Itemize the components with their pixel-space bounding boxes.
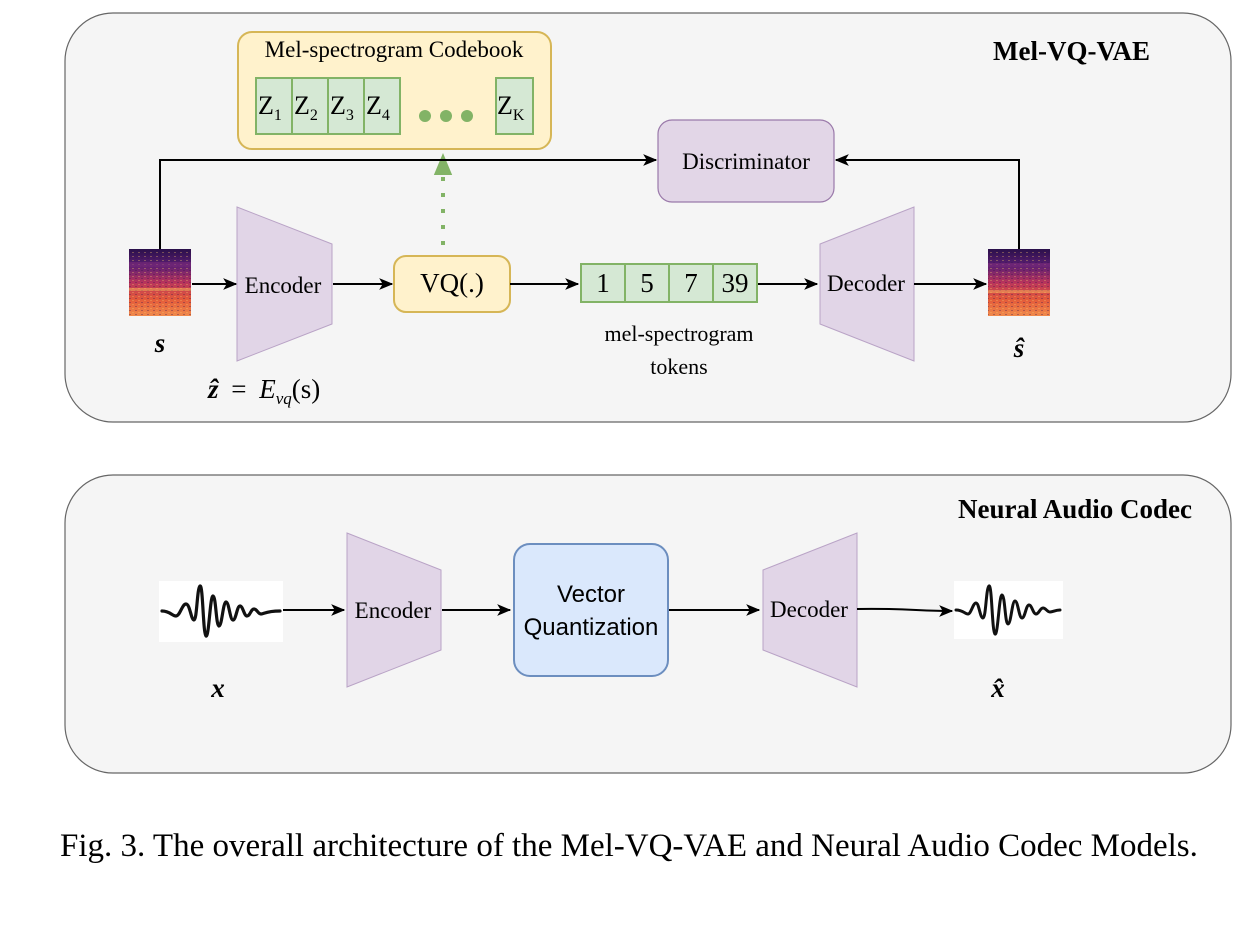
neural-audio-codec-title: Neural Audio Codec [958,494,1192,524]
tokens-caption-line2: tokens [650,354,707,379]
codebook-entry-label: Z2 [294,91,318,124]
ellipsis-dot [440,110,452,122]
codebook-entries: Z1 Z2 Z3 Z4 ZK [255,77,534,135]
token-value: 39 [722,268,749,298]
ellipsis-dot [419,110,431,122]
token-value: 5 [640,268,654,298]
encoder-block [236,206,333,362]
decoder-label: Decoder [827,271,905,296]
mel-spectrogram-tokens: 1 5 7 39 [580,263,758,303]
discriminator-box [657,119,835,203]
input-symbol-x: x [210,673,225,703]
codec-decoder-block [762,532,858,688]
token-value: 1 [596,268,610,298]
vector-quantization-line1: Vector [557,581,625,608]
vector-quantization-line2: Quantization [524,614,659,641]
token-value: 7 [684,268,698,298]
ellipsis-dot [461,110,473,122]
decoder-block [819,206,915,362]
reconstructed-mel-spectrogram-image [988,249,1050,316]
tokens-caption-line1: mel-spectrogram [604,321,753,346]
codec-encoder-label: Encoder [355,598,432,623]
codebook-title: Mel-spectrogram Codebook [265,37,524,62]
token-cell [580,263,626,303]
encoder-formula: ẑ = Evq(s) [207,374,320,408]
codebook-entry [363,77,401,135]
mel-spectrogram-image [129,249,191,316]
codec-encoder-block [346,532,442,688]
figure-caption: Fig. 3. The overall architecture of the … [60,828,1198,864]
codebook-entry-label: Z3 [330,91,354,124]
vq-label: VQ(.) [420,268,484,298]
encoder-label: Encoder [245,273,322,298]
decoder-to-wave-arrow [856,605,954,617]
reconstructed-waveform-icon [954,581,1063,639]
codebook-entry-label: Z1 [258,91,282,124]
codebook-entry-label: Z4 [366,91,390,124]
output-symbol-x-hat: x̂ [990,673,1005,703]
codec-decoder-label: Decoder [770,597,848,622]
mel-vq-vae-title: Mel-VQ-VAE [993,36,1150,66]
codebook-entry-label: ZK [497,91,525,124]
input-symbol-s: s [154,328,166,358]
output-symbol-s-hat: ŝ [1013,333,1025,363]
vector-quantization-box [513,543,669,677]
real-to-discriminator-arrow [159,154,658,250]
fake-to-discriminator-arrow [834,154,1020,250]
waveform-icon [159,581,283,642]
codebook-entry [255,77,293,135]
token-cell [712,263,758,303]
codebook-entry [495,77,534,135]
discriminator-label: Discriminator [682,149,810,174]
